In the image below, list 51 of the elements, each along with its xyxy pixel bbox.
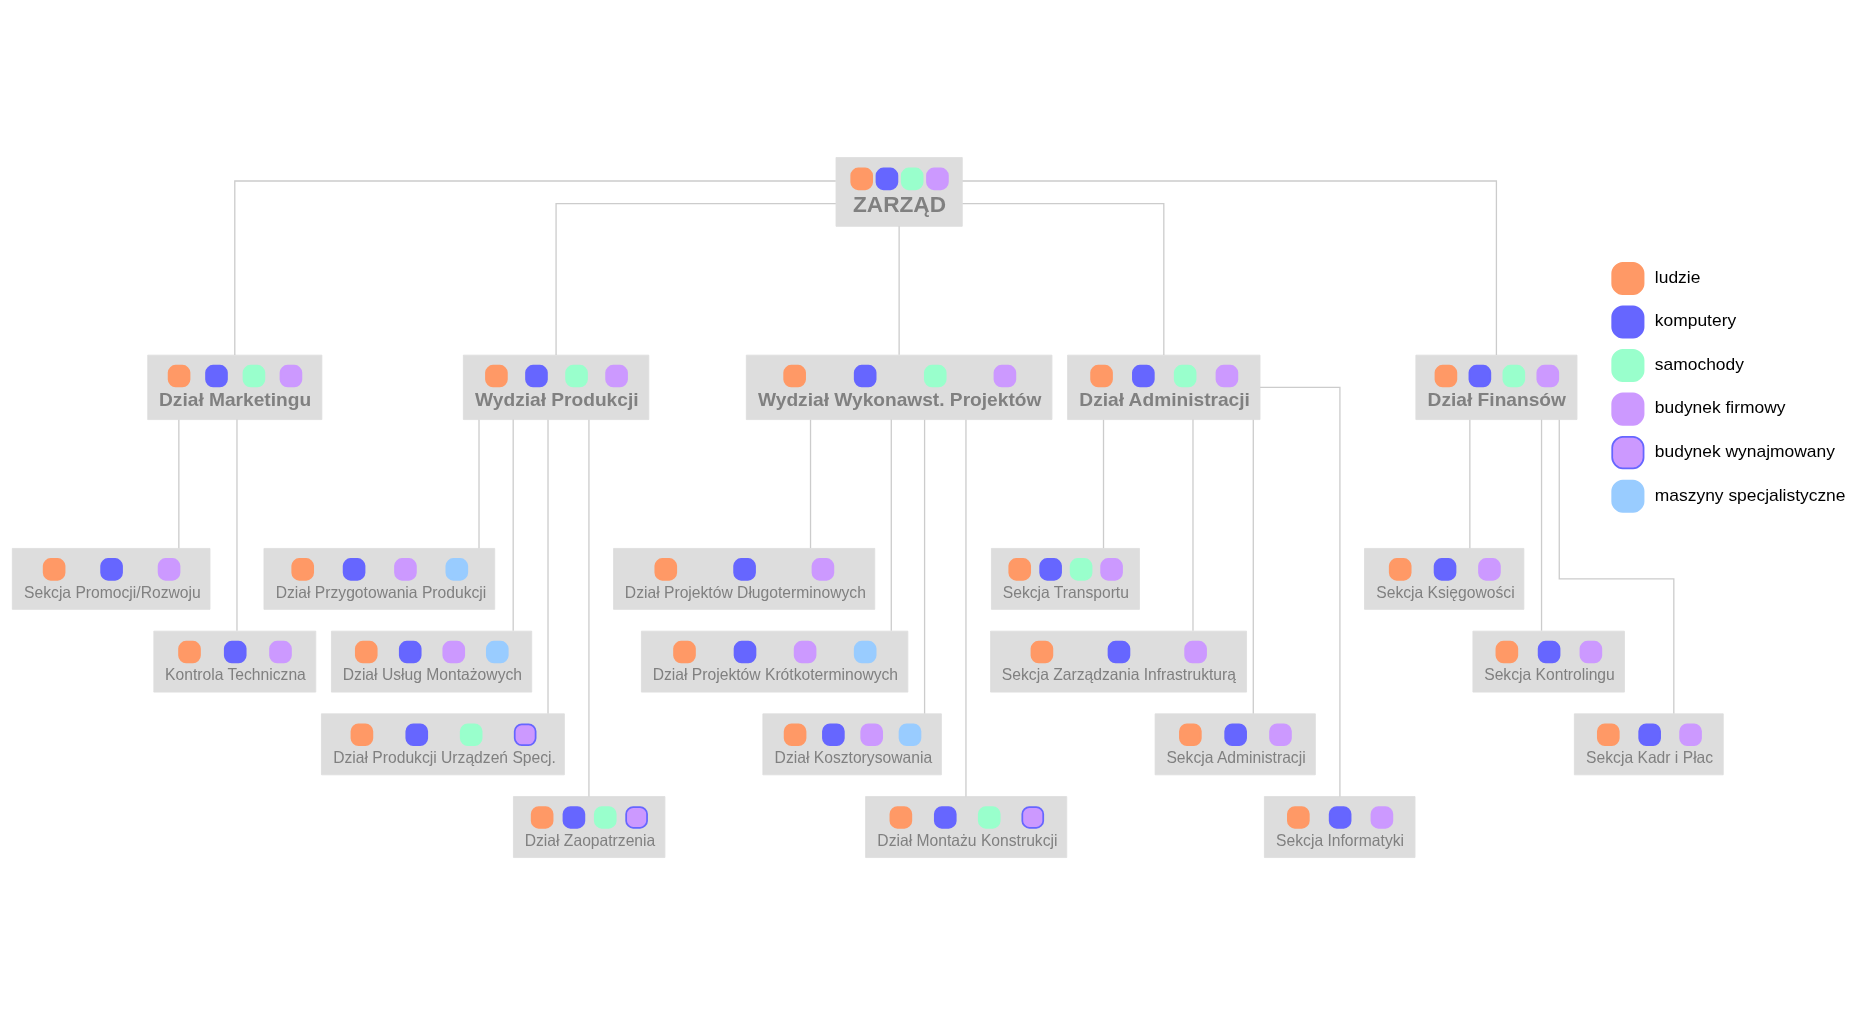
node-box: Sekcja Transportu <box>991 547 1140 610</box>
connector <box>961 202 1165 356</box>
node-box: Dział Produkcji Urządzeń Specj. <box>321 712 565 775</box>
node-box: Dział Projektów Krótkoterminowych <box>640 630 909 693</box>
connector <box>923 418 926 714</box>
connector <box>547 418 549 714</box>
node-box: Sekcja Księgowości <box>1364 547 1525 610</box>
node-box: Dział Montażu Konstrukcji <box>865 795 1068 858</box>
node-box: Dział Marketingu <box>147 354 323 420</box>
connector <box>588 418 590 797</box>
node-box: Wydział Produkcji <box>462 354 650 420</box>
node-box: Dział Projektów Długoterminowych <box>613 547 876 610</box>
node-box: Kontrola Techniczna <box>153 630 317 693</box>
connector <box>809 418 812 549</box>
node-box: Sekcja Informatyki <box>1263 795 1416 858</box>
node-box: Sekcja Administracji <box>1154 712 1316 775</box>
connector <box>1259 386 1341 797</box>
connector <box>1558 418 1675 714</box>
connector <box>961 179 1498 356</box>
connector <box>890 418 892 631</box>
node-box: Sekcja Kadr i Płac <box>1573 712 1724 775</box>
connector <box>1102 418 1105 549</box>
legend-label: budynek firmowy <box>1654 396 1786 417</box>
connector <box>1192 418 1194 631</box>
node-box: Sekcja Kontrolingu <box>1472 630 1625 693</box>
connector <box>478 418 480 549</box>
legend-label: ludzie <box>1654 266 1701 287</box>
connector <box>1252 418 1254 714</box>
node-box: Wydział Wykonawst. Projektów <box>745 354 1053 420</box>
node-box: Dział Kosztorysowania <box>762 712 942 775</box>
connector <box>965 418 967 797</box>
connector <box>236 418 238 631</box>
node-box: Sekcja Promocji/Rozwoju <box>11 547 211 610</box>
node-box: Dział Administracji <box>1067 354 1261 420</box>
node-box: Dział Finansów <box>1415 354 1578 420</box>
connector <box>1469 418 1471 549</box>
connector <box>555 202 837 356</box>
node-box: Dział Usług Montażowych <box>331 630 533 693</box>
node-box: Dział Przygotowania Produkcji <box>263 547 496 610</box>
legend-label: samochody <box>1654 353 1744 374</box>
node-box: ZARZĄD <box>835 156 963 227</box>
connector <box>234 179 837 356</box>
legend-label: maszyny specjalistyczne <box>1654 484 1846 505</box>
connector <box>1540 418 1543 631</box>
legend-label: budynek wynajmowany <box>1654 440 1835 461</box>
node-box: Sekcja Zarządzania Infrastrukturą <box>990 630 1247 693</box>
connector <box>512 418 514 631</box>
node-box: Dział Zaopatrzenia <box>512 795 666 858</box>
connector <box>898 225 900 355</box>
connector <box>178 418 180 549</box>
legend-label: komputery <box>1654 309 1737 330</box>
